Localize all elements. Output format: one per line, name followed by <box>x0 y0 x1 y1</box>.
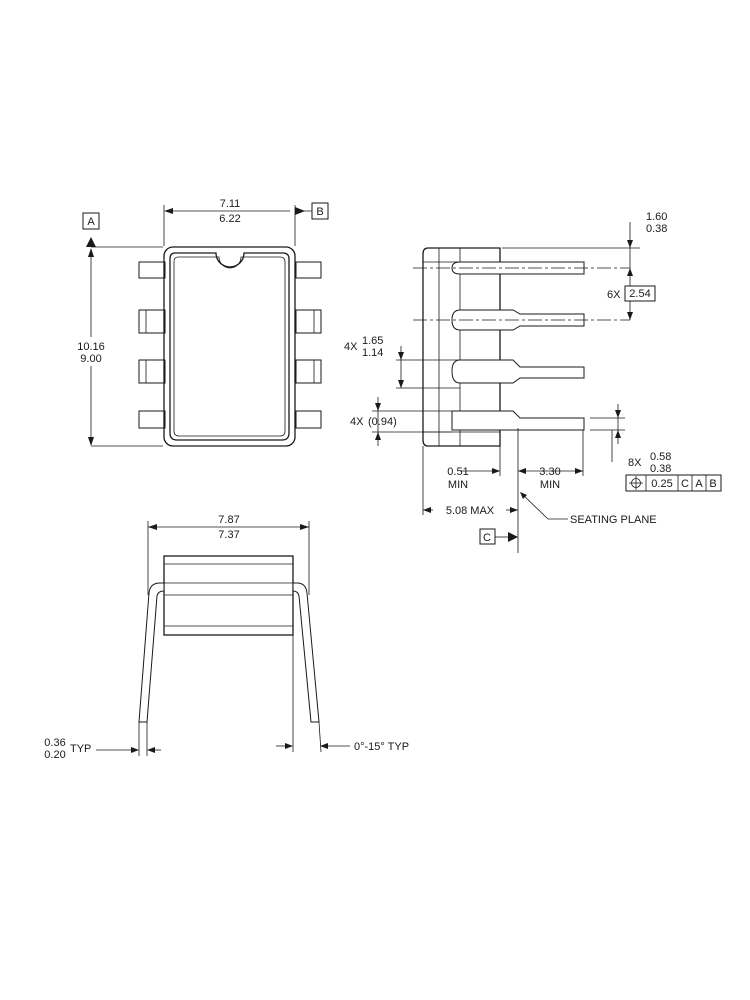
end-lead-thk-min: 0.20 <box>44 749 65 761</box>
end-view-right-lead <box>292 582 320 723</box>
top-view-right-leads <box>295 261 322 429</box>
side-view-body <box>422 247 501 447</box>
standoff-note: MIN <box>448 479 468 491</box>
lead-thickness-dimension: 1.60 0.38 <box>502 211 667 320</box>
tolerance-value: 0.25 <box>651 478 672 490</box>
tolerance-ref-1: C <box>681 478 689 490</box>
angle-text: 0°-15° TYP <box>354 741 409 753</box>
lead-width-dimension: 4X 1.65 1.14 <box>344 335 460 389</box>
lead-length-note: MIN <box>540 479 560 491</box>
end-lead-thk-max: 0.36 <box>44 737 65 749</box>
position-tolerance-icon <box>629 476 643 490</box>
pitch-count: 6X <box>607 289 621 301</box>
side-view <box>413 247 630 447</box>
angle-dimension: 0°-15° TYP <box>276 635 409 753</box>
datum-a-label: A <box>87 216 95 228</box>
top-view <box>138 246 322 447</box>
span-max: 7.87 <box>218 514 239 526</box>
end-lead-thickness-dimension: 0.36 0.20 TYP <box>44 722 161 761</box>
top-length-min: 9.00 <box>80 353 101 365</box>
end-view <box>138 555 320 723</box>
datum-b-label: B <box>316 206 323 218</box>
standoff-dimension: 0.51 MIN <box>447 446 501 491</box>
top-width-max: 7.11 <box>220 198 241 210</box>
datum-a-marker: A <box>82 212 100 247</box>
seated-height: 5.08 MAX <box>446 505 495 517</box>
top-view-body-inner <box>169 252 290 441</box>
lead-width-count: 4X <box>344 341 358 353</box>
shoulder-dimension: 4X (0.94) <box>350 397 452 446</box>
span-dimension: 7.87 7.37 <box>147 514 310 595</box>
end-view-body <box>163 555 294 636</box>
seating-plane-callout: SEATING PLANE <box>520 492 657 526</box>
top-view-left-leads <box>138 261 166 429</box>
span-min: 7.37 <box>218 529 239 541</box>
lead-width-min: 1.14 <box>362 347 383 359</box>
top-view-body-outer <box>163 246 296 447</box>
lead-thickness-max: 1.60 <box>646 211 667 223</box>
position-tolerance-frame: 0.25 C A B <box>625 474 722 492</box>
tolerance-ref-3: B <box>709 478 716 490</box>
seated-height-dimension: 5.08 MAX <box>422 446 518 517</box>
lead-size-min: 0.38 <box>650 463 671 475</box>
shoulder-count: 4X <box>350 416 364 428</box>
top-length-max: 10.16 <box>77 341 105 353</box>
seating-plane-label: SEATING PLANE <box>570 514 657 526</box>
pitch-dimension: 6X 2.54 <box>607 285 656 302</box>
pitch-basic: 2.54 <box>629 288 650 300</box>
top-width-dimension: 7.11 6.22 <box>163 198 312 246</box>
lead-size-max: 0.58 <box>650 451 671 463</box>
datum-c-marker: C <box>479 528 518 545</box>
shoulder-ref: (0.94) <box>368 416 397 428</box>
standoff-value: 0.51 <box>447 466 468 478</box>
lead-size-dimension: 8X 0.58 0.38 <box>590 404 671 475</box>
lead-width-max: 1.65 <box>362 335 383 347</box>
end-view-left-lead <box>138 582 165 723</box>
datum-b-marker: B <box>311 202 329 220</box>
side-view-leads <box>451 261 585 431</box>
end-lead-thk-note: TYP <box>70 743 91 755</box>
top-width-min: 6.22 <box>219 213 240 225</box>
lead-length-dimension: 3.30 MIN <box>517 428 584 553</box>
lead-thickness-min: 0.38 <box>646 223 667 235</box>
tolerance-ref-2: A <box>695 478 703 490</box>
lead-size-count: 8X <box>628 457 642 469</box>
lead-length-value: 3.30 <box>539 466 560 478</box>
top-length-dimension: 10.16 9.00 <box>77 246 163 447</box>
datum-c-label: C <box>483 532 491 544</box>
